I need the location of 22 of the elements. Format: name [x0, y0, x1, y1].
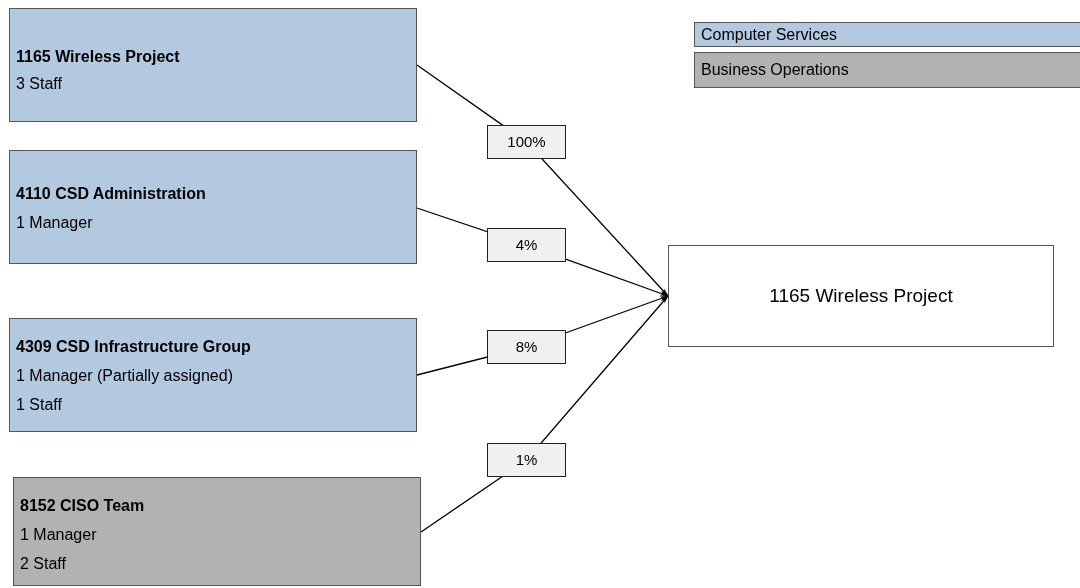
- edge-label: 8%: [487, 330, 566, 364]
- node-title: 1165 Wireless Project: [768, 286, 954, 306]
- edge-label: 4%: [487, 228, 566, 262]
- legend-label: Business Operations: [701, 61, 849, 79]
- node-text: 1 Manager: [16, 213, 93, 233]
- node-text: 1 Staff: [16, 395, 62, 415]
- edge-label: 1%: [487, 443, 566, 477]
- edge-label: 100%: [487, 125, 566, 159]
- node-text: 2 Staff: [20, 554, 66, 574]
- department-box: [9, 318, 417, 432]
- node-title: 8152 CISO Team: [20, 496, 145, 516]
- legend-label: Computer Services: [701, 25, 838, 44]
- node-text: 3 Staff: [16, 74, 62, 94]
- node-title: 4110 CSD Administration: [16, 184, 206, 204]
- node-text: 1 Manager: [20, 525, 97, 545]
- department-box: [13, 477, 421, 586]
- node-title: 4309 CSD Infrastructure Group: [16, 337, 251, 357]
- project-box: [668, 245, 1054, 347]
- department-box: [9, 8, 417, 122]
- node-text: 1 Manager (Partially assigned): [16, 366, 233, 386]
- node-title: 1165 Wireless Project: [16, 47, 180, 67]
- department-box: [9, 150, 417, 264]
